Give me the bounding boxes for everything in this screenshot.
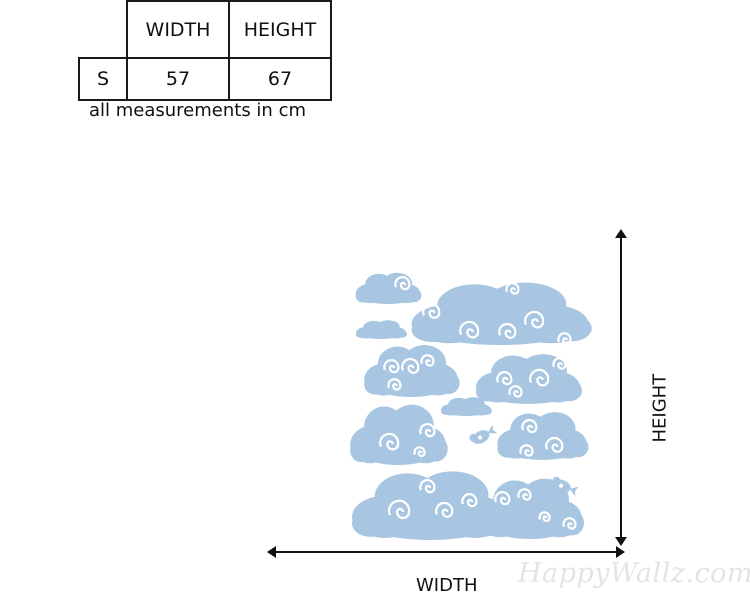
width-value-cell: 57 — [126, 57, 230, 101]
swirl-mark — [524, 310, 545, 329]
bird-decal — [469, 424, 498, 444]
swirl-mark — [413, 446, 426, 458]
swirl-mark — [519, 444, 534, 457]
swirl-mark — [435, 501, 454, 518]
swirl-mark — [498, 322, 517, 339]
size-table: WIDTH HEIGHT S 57 67 — [78, 0, 332, 101]
cloud-decal — [476, 354, 582, 405]
watermark-logo: HappyWallz.com — [518, 558, 750, 589]
swirl-mark — [517, 488, 532, 501]
cloud-decal — [497, 412, 589, 460]
height-label: HEIGHT — [649, 373, 671, 443]
swirl-mark — [387, 499, 411, 520]
swirl-mark — [538, 511, 551, 523]
swirl-mark — [557, 332, 572, 345]
swirl-mark — [521, 419, 538, 434]
height-value-cell: 67 — [228, 57, 332, 101]
height-arrow — [615, 229, 627, 546]
swirl-mark — [419, 423, 436, 438]
bird-decal — [552, 476, 579, 497]
swirl-mark — [529, 368, 550, 387]
swirl-mark — [394, 276, 411, 291]
swirl-mark — [459, 320, 480, 339]
header-cell-blank — [79, 1, 128, 59]
cloud-decal — [355, 272, 422, 304]
swirl-mark — [419, 479, 436, 494]
swirl-mark — [461, 493, 478, 508]
table-row: S 57 67 — [78, 57, 332, 101]
cloud-decal — [352, 471, 511, 540]
swirl-mark — [508, 385, 523, 398]
swirl-mark — [422, 302, 441, 319]
cloud-decal — [411, 282, 592, 345]
swirl-mark — [379, 432, 400, 451]
swirl-mark — [545, 436, 564, 453]
cloud-decal — [356, 320, 407, 340]
cloud-decal — [478, 478, 584, 539]
cloud-decal — [350, 404, 448, 466]
width-arrow — [267, 546, 625, 558]
swirl-mark — [562, 517, 577, 530]
cloud-decal — [364, 345, 460, 397]
swirl-mark — [505, 282, 520, 295]
cloud-decals — [350, 272, 592, 540]
size-cell: S — [78, 57, 128, 101]
swirl-mark — [552, 357, 567, 370]
swirl-mark — [494, 491, 511, 506]
measurement-note: all measurements in cm — [89, 100, 306, 121]
header-cell-height: HEIGHT — [228, 0, 332, 59]
cloud-decal — [441, 397, 492, 417]
swirl-mark — [401, 357, 420, 374]
table-header-row: WIDTH HEIGHT — [79, 0, 332, 59]
swirl-mark — [383, 359, 400, 374]
swirl-mark — [387, 378, 402, 391]
swirl-mark — [496, 371, 513, 386]
header-cell-width: WIDTH — [126, 0, 230, 59]
width-label: WIDTH — [416, 575, 478, 596]
swirl-mark — [420, 354, 435, 367]
